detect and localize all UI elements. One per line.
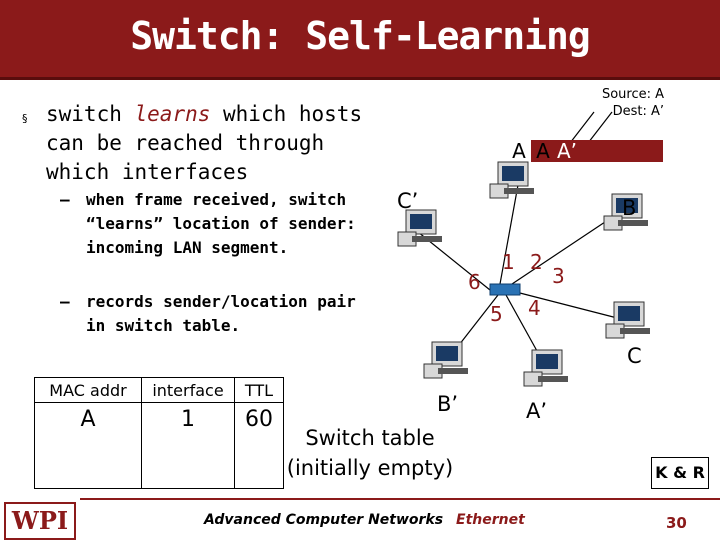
- host-icon-a-prime: [523, 349, 568, 387]
- source-dest-label: Source: A Dest: A’: [588, 86, 664, 120]
- caption-line-2: (initially empty): [286, 456, 454, 480]
- host-icon-c: [605, 301, 650, 339]
- table-row: A 1 60: [34, 402, 284, 489]
- bullet-symbol: §: [22, 112, 28, 125]
- host-icon-c-prime: [397, 209, 442, 247]
- port-label-1: 1: [502, 250, 515, 274]
- caption-line-1: Switch table: [305, 426, 435, 450]
- table-header-mac: MAC addr: [34, 377, 142, 403]
- frame-field-1: A: [512, 139, 526, 163]
- host-icon-b: [603, 193, 648, 231]
- footer-divider: [80, 498, 720, 500]
- host-label-a-prime: A’: [526, 399, 548, 423]
- link-b: [511, 211, 621, 285]
- port-label-4: 4: [528, 296, 541, 320]
- table-cell-interface: 1: [141, 402, 235, 489]
- table-cell-ttl: 60: [234, 402, 284, 489]
- host-label-b: B: [622, 196, 637, 220]
- table-header-ttl: TTL: [234, 377, 284, 403]
- sub-bullet-2-text: records sender/location pair in switch t…: [86, 292, 356, 335]
- port-label-2: 2: [530, 250, 543, 274]
- port-label-3: 3: [552, 264, 565, 288]
- port-label-5: 5: [490, 302, 503, 326]
- port-label-6: 6: [468, 270, 481, 294]
- bullet-emphasis: learns: [134, 102, 211, 126]
- frame-payload: [579, 140, 663, 162]
- main-bullet: switch learns which hosts can be reached…: [46, 100, 376, 187]
- dest-label: Dest: A’: [612, 104, 664, 119]
- table-cell-mac: A: [34, 402, 142, 489]
- title-bar: [0, 0, 720, 80]
- frame-field-2: A: [531, 140, 555, 162]
- host-label-b-prime: B’: [437, 392, 459, 416]
- switch-table: MAC addr interface TTL A 1 60: [34, 377, 284, 489]
- source-label: Source: A: [601, 87, 664, 102]
- link-a-prime: [505, 294, 543, 361]
- credit-box: K & R: [651, 457, 709, 489]
- link-c: [515, 291, 626, 321]
- switch-icon: [489, 283, 521, 296]
- host-label-c: C: [627, 344, 642, 368]
- bullet-post: which hosts can be reached through which…: [46, 102, 363, 184]
- sub-bullet-1: –when frame received, switch “learns” lo…: [60, 188, 360, 260]
- page-number: 30: [666, 514, 687, 532]
- table-caption: Switch table (initially empty): [280, 423, 460, 483]
- slide-title: Switch: Self-Learning: [130, 14, 590, 58]
- footer-topic: Ethernet: [456, 512, 525, 528]
- link-a: [499, 184, 519, 285]
- footer-course: Advanced Computer Networks: [204, 512, 444, 528]
- network-links: [417, 184, 626, 361]
- frame-field-3: A’: [555, 139, 579, 163]
- ethernet-frame: A A A’: [507, 140, 663, 162]
- sub-bullet-1-text: when frame received, switch “learns” loc…: [86, 190, 356, 257]
- host-icon-a: [489, 161, 534, 199]
- host-icon-b-prime: [423, 341, 468, 379]
- table-header-interface: interface: [141, 377, 235, 403]
- host-label-c-prime: C’: [397, 189, 419, 213]
- sub-bullet-2: –records sender/location pair in switch …: [60, 290, 360, 338]
- bullet-pre: switch: [46, 102, 135, 126]
- wpi-logo: WPI: [4, 502, 76, 540]
